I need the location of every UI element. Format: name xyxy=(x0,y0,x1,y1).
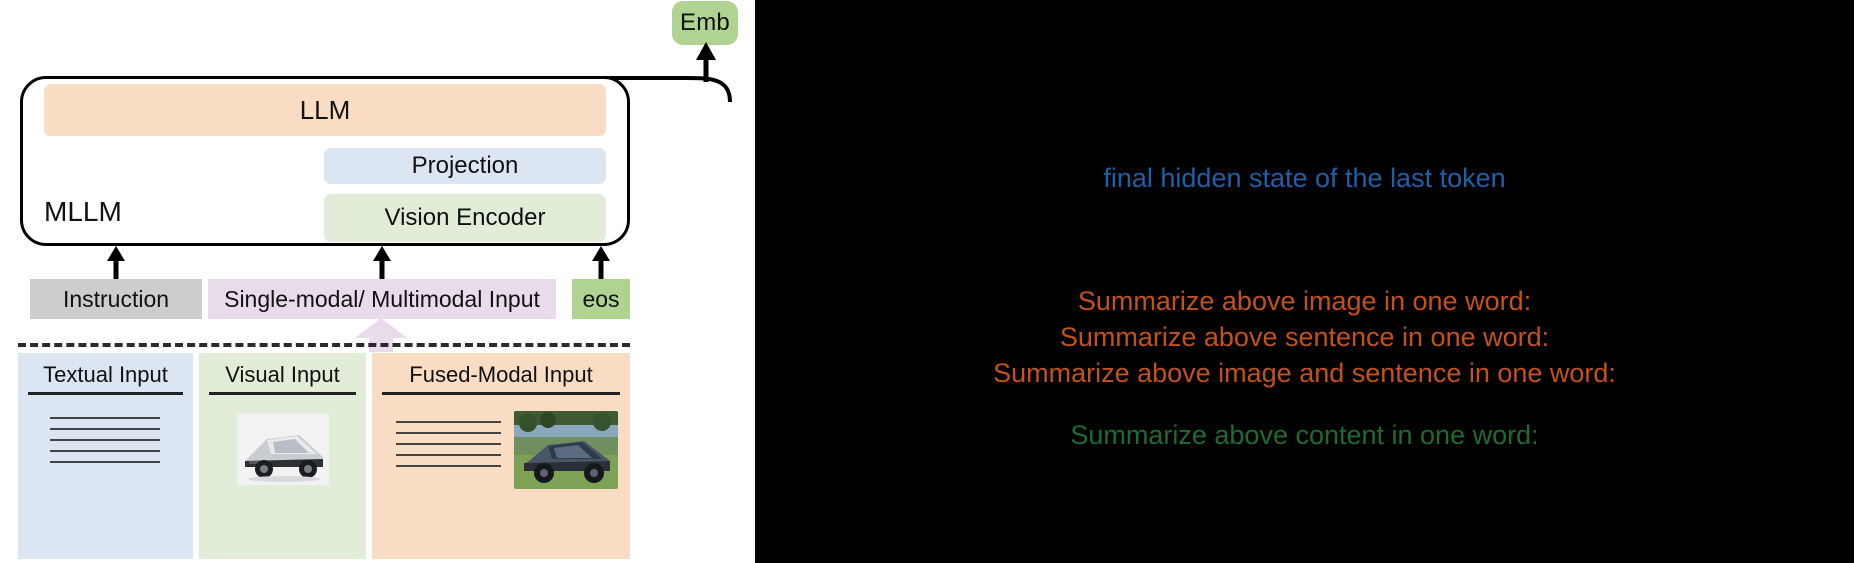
llm-block-label: LLM xyxy=(299,94,351,125)
visual-input-card: Visual Input xyxy=(199,353,366,559)
multimodal-up-arrow-icon xyxy=(373,246,391,280)
orange-prompt-line-1: Summarize above image in one word: xyxy=(1077,286,1532,316)
architecture-diagram-panel: Emb MLLM LLM Projection Vision Encoder xyxy=(0,0,755,563)
mllm-to-emb-connector xyxy=(560,76,732,103)
instruction-up-arrow-icon xyxy=(107,246,125,280)
mllm-label: MLLM xyxy=(44,196,122,227)
orange-prompt-line-2: Summarize above sentence in one word: xyxy=(1059,322,1550,352)
visual-input-title: Visual Input xyxy=(225,362,340,387)
fused-modal-input-rule xyxy=(382,392,620,395)
visual-input-rule xyxy=(209,392,356,395)
multimodal-input-token-label: Single-modal/ Multimodal Input xyxy=(224,285,540,312)
visual-input-body xyxy=(199,395,366,545)
annotations-panel: final hidden state of the last token Sum… xyxy=(755,0,1854,563)
fused-modal-input-title: Fused-Modal Input xyxy=(409,362,593,387)
eos-token: eos xyxy=(572,279,630,319)
projection-block-label: Projection xyxy=(411,152,519,179)
emb-node-label: Emb xyxy=(680,9,730,36)
green-prompt-line: Summarize above content in one word: xyxy=(1070,420,1539,450)
multimodal-input-token: Single-modal/ Multimodal Input xyxy=(208,279,556,319)
green-prompt-group: Summarize above content in one word: xyxy=(755,420,1854,451)
instruction-token: Instruction xyxy=(30,279,202,319)
textual-input-card: Textual Input xyxy=(18,353,193,559)
eos-up-arrow-icon xyxy=(592,246,610,280)
textual-input-body xyxy=(18,395,193,545)
fused-modal-input-truck-thumbnail xyxy=(514,411,618,489)
hidden-state-caption: final hidden state of the last token xyxy=(1103,163,1506,193)
eos-token-label: eos xyxy=(582,285,620,312)
llm-block: LLM xyxy=(44,84,606,136)
visual-input-truck-thumbnail xyxy=(237,413,329,485)
fused-modal-input-lines-icon xyxy=(396,421,501,467)
vision-encoder-block-label: Vision Encoder xyxy=(384,204,546,231)
dashed-divider xyxy=(18,343,630,347)
fused-modal-input-card: Fused-Modal Input xyxy=(372,353,630,559)
emb-node: Emb xyxy=(672,1,738,45)
orange-prompt-group: Summarize above image in one word: Summa… xyxy=(755,283,1854,391)
instruction-token-label: Instruction xyxy=(62,285,170,312)
textual-input-lines-icon xyxy=(50,417,160,463)
textual-input-title: Textual Input xyxy=(43,362,168,387)
vision-encoder-block: Vision Encoder xyxy=(324,194,606,242)
fused-modal-input-body xyxy=(372,395,630,545)
fused-input-up-arrow-icon xyxy=(355,318,407,352)
textual-input-rule xyxy=(28,392,183,395)
orange-prompt-line-3: Summarize above image and sentence in on… xyxy=(993,358,1616,388)
projection-block: Projection xyxy=(324,148,606,184)
